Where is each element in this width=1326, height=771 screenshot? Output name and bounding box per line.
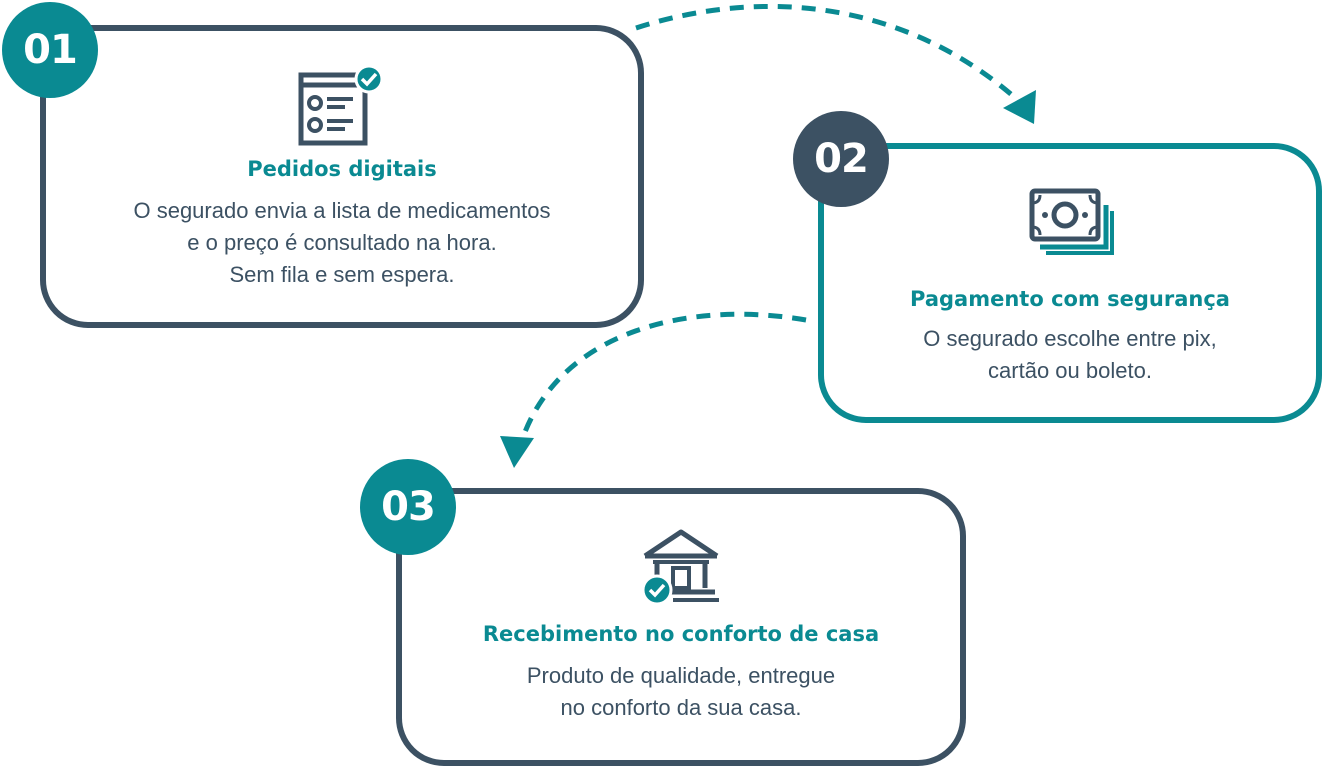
arrow-head-step2 <box>1003 90 1036 124</box>
step-title: Pedidos digitais <box>247 157 437 181</box>
step-card-2: Pagamento com segurança O segurado escol… <box>818 143 1322 423</box>
step-title: Pagamento com segurança <box>910 287 1230 311</box>
step-title: Recebimento no conforto de casa <box>482 622 880 646</box>
step-number-badge: 02 <box>793 111 889 207</box>
step-card-3: Recebimento no conforto de casa Produto … <box>396 488 966 766</box>
arrow-step2-to-step3 <box>519 311 807 441</box>
banknote-payment-icon <box>1029 188 1114 255</box>
step-number-badge: 01 <box>2 2 98 98</box>
step-number-badge: 03 <box>360 459 456 555</box>
checklist-order-icon <box>298 65 384 146</box>
arrow-head-step3 <box>500 436 534 468</box>
step-card-1: Pedidos digitais O segurado envia a list… <box>40 25 644 328</box>
step-description: Produto de qualidade, entregue no confor… <box>527 660 835 724</box>
step-description: O segurado envia a lista de medicamentos… <box>133 195 550 291</box>
description-line: Sem fila e sem espera. <box>229 262 455 287</box>
description-line: e o preço é consultado na hora. <box>187 230 497 255</box>
description-line: cartão ou boleto. <box>988 358 1152 383</box>
arrow-step1-to-step2 <box>635 3 1014 97</box>
description-line: O segurado envia a lista de medicamentos <box>133 198 551 223</box>
description-line: Produto de qualidade, entregue <box>526 663 836 688</box>
house-delivery-check-icon <box>641 529 719 606</box>
description-line: O segurado escolhe entre pix, <box>923 326 1217 351</box>
step-description: O segurado escolhe entre pix, cartão ou … <box>923 323 1217 387</box>
description-line: no conforto da sua casa. <box>560 695 802 720</box>
